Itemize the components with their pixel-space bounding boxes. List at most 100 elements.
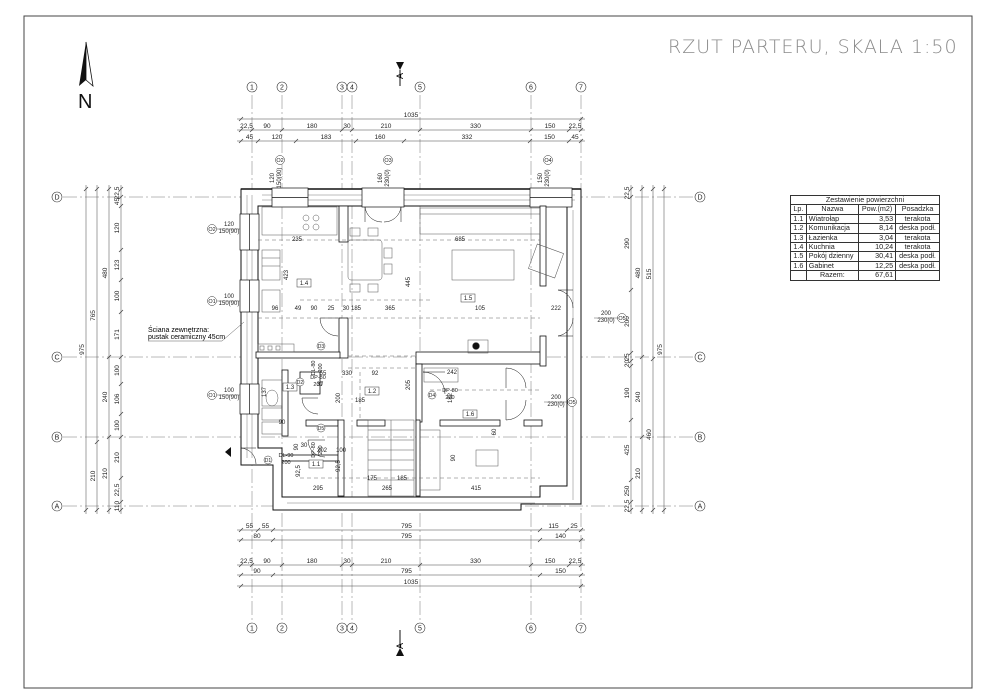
grid-bubble-7 [575, 622, 587, 634]
dim-right-detail-text: 290 [624, 238, 631, 249]
dim-bottom-row3-tick [249, 562, 255, 568]
dim-top-total-tick [578, 116, 584, 122]
dim-right-inner-tick [639, 507, 645, 513]
dim-left-detail-text: 22,5 [114, 186, 121, 199]
grid-label-3: 3 [340, 85, 344, 92]
dim-bottom-row4-tick [537, 572, 543, 578]
dim-bottom-row3-text: 22,5 [569, 558, 582, 565]
grid-label-B: B [698, 435, 703, 442]
door-height-text: 200 [281, 460, 290, 466]
interior-dim-text: 96 [272, 306, 279, 312]
grid-bubble-1 [246, 81, 258, 93]
grid-label-1: 1 [250, 85, 254, 92]
window-tag-label: O2 [276, 158, 283, 164]
dim-bottom-row3-tick [349, 562, 355, 568]
grid-bubble-B [694, 431, 706, 443]
dim-left-detail-tick [118, 186, 124, 192]
interior-dim-text: 90 [451, 454, 457, 461]
grid-bubble-2 [276, 622, 288, 634]
dim-right-detail-tick [628, 350, 634, 356]
window-height-text: 150(90) [219, 229, 240, 235]
dim-top-row2-tick [293, 138, 299, 144]
dim-right-detail-tick [628, 499, 634, 505]
dim-bottom-row4-text: 150 [555, 568, 566, 575]
dim-left-detail-tick [118, 475, 124, 481]
dim-bottom-row1-text: 55 [246, 523, 254, 530]
room-tag-box [364, 386, 380, 396]
dim-top-row2-tick [578, 138, 584, 144]
dim-right-detail-tick [628, 358, 634, 364]
dim-bottom-row4-text: 90 [253, 568, 261, 575]
room-tag-box [296, 278, 312, 288]
window-tag-circle [383, 155, 393, 165]
grid-label-A: A [55, 504, 60, 511]
window-width-text: 100 [224, 388, 235, 394]
hidden-lines [258, 239, 540, 479]
dim-top-row1-tick [279, 127, 285, 133]
dim-top-row1-tick [528, 127, 534, 133]
window-width-text: 160 [378, 172, 384, 183]
dim-top-row2-tick [238, 138, 244, 144]
window-height-text: 150(90) [219, 301, 240, 307]
dim-top-row2-text: 45 [571, 134, 579, 141]
door-tag-label: D5 [318, 426, 325, 432]
entrance-arrow-icon [225, 447, 231, 457]
sheet-frame [23, 15, 973, 689]
interior-dim-text: 37 [317, 382, 324, 388]
window-height-text: 230(0) [547, 402, 564, 408]
dim-left-detail-text: 100 [114, 290, 121, 301]
grid-bubble-6 [525, 622, 537, 634]
dim-left-detail-text: 106 [114, 393, 121, 404]
dim-left-detail-tick [118, 507, 124, 513]
dim-left-detail-text: 123 [114, 259, 121, 270]
wall-hatching [246, 194, 575, 504]
section-label-bottom: A [395, 643, 405, 649]
dim-bottom-row2-tick [270, 537, 276, 543]
dim-right-outer-text: 975 [657, 344, 664, 355]
dim-right-detail-text: 25 [624, 353, 631, 361]
dim-bottom-row3-text: 22,5 [240, 558, 253, 565]
dim-top-row2-text: 120 [272, 134, 283, 141]
section-marker-top: A [395, 62, 405, 86]
interior-dim-text: 265 [382, 486, 393, 492]
door-type-text: DP-80 [311, 442, 317, 458]
dim-bottom-row3-tick [528, 562, 534, 568]
dim-bottom-row3-text: 210 [381, 558, 392, 565]
dim-right-inner-tick [639, 354, 645, 360]
grid-label-A: A [698, 504, 703, 511]
door-tag-label: D3 [318, 344, 325, 350]
window-tag-label: O1 [208, 299, 215, 305]
dim-top-total-text: 1035 [404, 112, 419, 119]
dim-top-row2-tick [566, 138, 572, 144]
interior-dim-text: 185 [355, 398, 366, 404]
interior-dim-text: 137 [262, 386, 268, 397]
room-tag-box [308, 459, 324, 469]
dim-left-detail-text: 120 [114, 222, 121, 233]
door-type-text: DP-80 [442, 388, 458, 394]
room-tag-1-2: 1.2 [368, 389, 377, 395]
door-tag-label: D4 [429, 393, 436, 399]
dim-right-detail-tick [628, 507, 634, 513]
interior-dim-text: 30 [343, 306, 350, 312]
interior-dim-text: 685 [455, 237, 466, 243]
door-tag-label: D1 [265, 458, 272, 464]
dim-top-row1-text: 22,5 [240, 123, 253, 130]
dim-bottom-row3-text: 330 [470, 558, 481, 565]
grid-bubble-C [694, 351, 706, 363]
window-height-text: 150(90) [277, 168, 283, 189]
window-width-text: 120 [270, 172, 276, 183]
interior-dim-text: 92 [372, 371, 379, 377]
dim-right-inner-text: 240 [635, 391, 642, 402]
dim-bottom-row1-text: 25 [570, 523, 578, 530]
window-width-text: 200 [551, 395, 562, 401]
dim-bottom-total-text: 1035 [404, 579, 419, 586]
dim-bottom-row3-tick [279, 562, 285, 568]
dim-left-inner-tick [106, 354, 112, 360]
door-height-text: 200 [313, 382, 322, 388]
